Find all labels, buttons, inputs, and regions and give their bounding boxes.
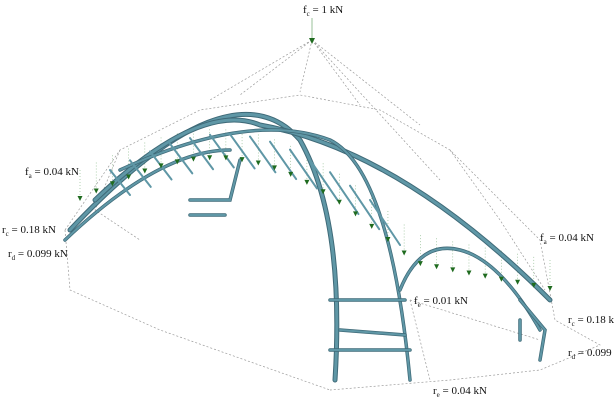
load-arrow-icon <box>450 267 456 273</box>
arch-rib-highlight <box>189 159 241 216</box>
load-arrow-icon <box>174 159 180 165</box>
load-arrow-icon <box>434 264 440 270</box>
load-arrow-icon <box>547 286 553 291</box>
cross-member <box>309 158 339 202</box>
load-arrow-icon <box>223 155 229 161</box>
cross-member <box>189 137 215 171</box>
label-left-reaction-c: rc = 0.18 kN <box>2 224 56 239</box>
load-arrow-icon <box>126 174 132 180</box>
load-arrow-icon <box>482 273 488 279</box>
load-arrow-icon <box>271 165 277 171</box>
label-right-reaction-d: rd = 0.099 kN <box>568 347 614 362</box>
label-right-reaction-c: rc = 0.18 kN <box>568 314 614 329</box>
arch-rib-highlight <box>119 129 411 381</box>
cross-member <box>289 148 318 190</box>
arch-rib-highlight <box>399 247 541 331</box>
load-arrow-icon <box>93 188 99 194</box>
load-arrow-icon <box>255 160 261 166</box>
load-arrow-icon <box>320 189 326 195</box>
label-mid-force: fe = 0.01 kN <box>414 295 468 310</box>
label-bottom-reaction: re = 0.04 kN <box>433 385 487 400</box>
arch-rib-highlight <box>329 299 411 351</box>
label-top-force: fc = 1 kN <box>303 4 344 19</box>
load-arrow-icon <box>158 163 164 169</box>
cross-member <box>249 135 277 174</box>
cross-member <box>329 171 360 216</box>
load-arrow-icon <box>498 276 504 282</box>
load-arrow-icon <box>239 157 245 163</box>
load-arrow-icon <box>77 196 83 201</box>
arch-rib <box>92 117 553 303</box>
load-arrow-icon <box>207 155 213 161</box>
load-arrow-icon <box>515 279 521 285</box>
label-left-force: fa = 0.04 kN <box>25 166 79 181</box>
load-arrow-icon <box>466 270 472 276</box>
cross-member <box>229 133 256 170</box>
load-arrow-icon <box>109 181 115 187</box>
arch-rib-highlight <box>64 149 231 241</box>
arch-members <box>63 111 553 383</box>
cross-member <box>169 142 194 175</box>
cross-member <box>349 184 381 231</box>
arch-rib <box>328 298 412 352</box>
load-arrows <box>77 155 553 291</box>
load-arrow-icon <box>336 199 342 205</box>
load-arrow-icon <box>353 211 359 217</box>
load-arrow-icon <box>304 179 310 185</box>
cross-member <box>209 133 235 169</box>
load-arrow-icon <box>417 261 423 267</box>
load-arrow-icon <box>369 223 375 229</box>
cross-member <box>369 199 401 246</box>
arch-rib <box>398 246 542 332</box>
load-arrow-icon <box>401 250 407 256</box>
cross-member <box>129 159 152 188</box>
arch-rib-highlight <box>93 118 552 302</box>
load-arrow-icon <box>190 156 196 162</box>
label-right-force: fa = 0.04 kN <box>540 232 594 247</box>
arch-rib <box>63 148 232 242</box>
load-arrow-icon <box>142 168 148 174</box>
load-arrow-icon <box>288 171 294 177</box>
cross-member <box>109 169 131 196</box>
label-left-reaction-d: rd = 0.099 kN <box>8 248 68 263</box>
load-arrow-icon <box>531 282 537 288</box>
arch-rib-highlight <box>519 299 547 361</box>
load-arrow-icon <box>385 236 391 242</box>
top-load-arrow-icon <box>309 38 315 44</box>
